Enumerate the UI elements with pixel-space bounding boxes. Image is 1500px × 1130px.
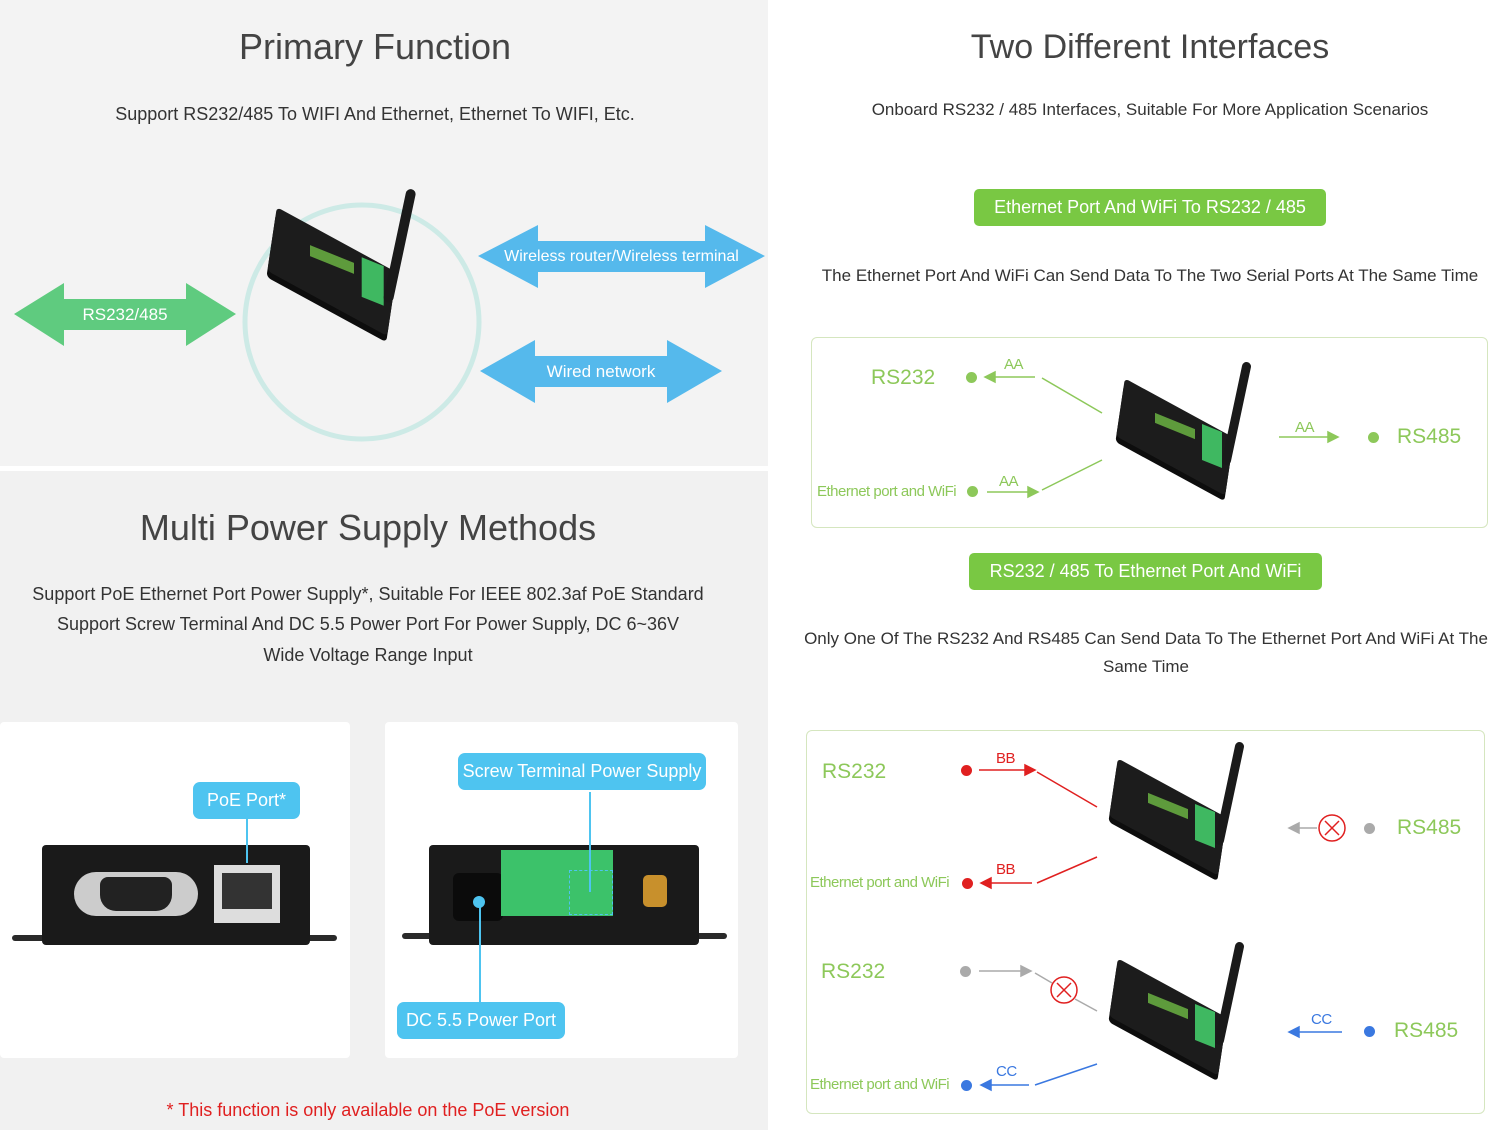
- mode2-top-rs232-label: RS232: [822, 760, 887, 783]
- device-front-rs232-rj45: [42, 845, 310, 945]
- mode2-bottom-eth-dot: [961, 1080, 972, 1091]
- mode1-eth-label: Ethernet port and WiFi: [817, 483, 957, 500]
- dc-power-port-label: DC 5.5 Power Port: [397, 1002, 565, 1039]
- divider: [0, 466, 768, 471]
- mode1-data-eth: AA: [999, 473, 1019, 490]
- poe-card: PoE Port*: [0, 722, 350, 1058]
- mode1-data-rs485: AA: [1295, 419, 1315, 436]
- power-title: Multi Power Supply Methods: [139, 507, 597, 548]
- power-line-2: Support Screw Terminal And DC 5.5 Power …: [56, 614, 680, 634]
- mode1-rs232-label: RS232: [871, 366, 936, 389]
- device-image: [1110, 361, 1260, 496]
- interfaces-title: Two Different Interfaces: [970, 28, 1330, 66]
- device-image: [1103, 941, 1253, 1076]
- rs232-485-label: RS232/485: [82, 304, 168, 324]
- device-image: [261, 188, 426, 337]
- mode1-rs232-dot: [966, 372, 977, 383]
- power-line-1: Support PoE Ethernet Port Power Supply*,…: [32, 584, 704, 604]
- mode2-top-data-rs232: BB: [996, 750, 1016, 767]
- mode2-heading: RS232 / 485 To Ethernet Port And WiFi: [969, 553, 1322, 590]
- mode2-diagram: RS232 BB Ethernet port and WiFi BB RS485…: [806, 730, 1485, 1114]
- primary-function-title: Primary Function: [238, 26, 512, 67]
- mode2-bottom-eth-label: Ethernet port and WiFi: [810, 1076, 950, 1093]
- mode1-eth-dot: [967, 486, 978, 497]
- mode2-bottom-data-eth: CC: [996, 1063, 1017, 1080]
- wireless-arrow: Wireless router/Wireless terminal: [478, 225, 765, 288]
- mode2-bottom-rs232-label: RS232: [821, 960, 886, 983]
- wired-arrow: Wired network: [480, 340, 722, 403]
- mode1-data-rs232: AA: [1004, 356, 1024, 373]
- mode2-top-rs485-label: RS485: [1397, 816, 1462, 839]
- cycle-ring: [242, 202, 482, 442]
- poe-port-label: PoE Port*: [193, 782, 300, 819]
- screw-terminal-card: Screw Terminal Power Supply DC 5.5 Power…: [385, 722, 738, 1058]
- mode2-top-rs485-dot: [1364, 823, 1375, 834]
- mode1-heading: Ethernet Port And WiFi To RS232 / 485: [974, 189, 1326, 226]
- device-image: [1103, 741, 1253, 876]
- mode2-top-eth-dot: [962, 878, 973, 889]
- mode2-description-line1: Only One Of The RS232 And RS485 Can Send…: [804, 629, 1488, 648]
- mode1-description: The Ethernet Port And WiFi Can Send Data…: [821, 266, 1479, 285]
- mode2-bottom-data-rs485: CC: [1311, 1011, 1332, 1028]
- mode1-diagram: RS232 AA Ethernet port and WiFi AA AA RS…: [811, 337, 1488, 528]
- primary-function-subtitle: Support RS232/485 To WIFI And Ethernet, …: [115, 104, 635, 124]
- mode2-description-line2: Same Time: [1103, 657, 1189, 676]
- mode1-rs485-label: RS485: [1397, 425, 1462, 448]
- mode2-top-rs232-dot: [961, 765, 972, 776]
- mode1-rs485-dot: [1368, 432, 1379, 443]
- poe-note: * This function is only available on the…: [166, 1100, 570, 1120]
- wireless-label: Wireless router/Wireless terminal: [504, 247, 739, 265]
- mode2-top-data-eth: BB: [996, 861, 1016, 878]
- rs232-485-arrow: RS232/485: [14, 283, 236, 346]
- mode2-flow-lines: [979, 763, 1346, 1092]
- mode1-flow-lines: [983, 370, 1340, 499]
- screw-terminal-label: Screw Terminal Power Supply: [458, 753, 706, 790]
- device-rear-power: [429, 845, 699, 945]
- mode2-top-eth-label: Ethernet port and WiFi: [810, 874, 950, 891]
- interfaces-subtitle: Onboard RS232 / 485 Interfaces, Suitable…: [871, 100, 1429, 119]
- mode2-bottom-rs485-label: RS485: [1394, 1019, 1459, 1042]
- wired-label: Wired network: [546, 361, 656, 381]
- power-line-3: Wide Voltage Range Input: [263, 645, 473, 665]
- mode2-bottom-rs232-dot: [960, 966, 971, 977]
- primary-function-panel: [0, 0, 768, 466]
- mode2-bottom-rs485-dot: [1364, 1026, 1375, 1037]
- left-column: Primary Function Support RS232/485 To WI…: [0, 0, 768, 1130]
